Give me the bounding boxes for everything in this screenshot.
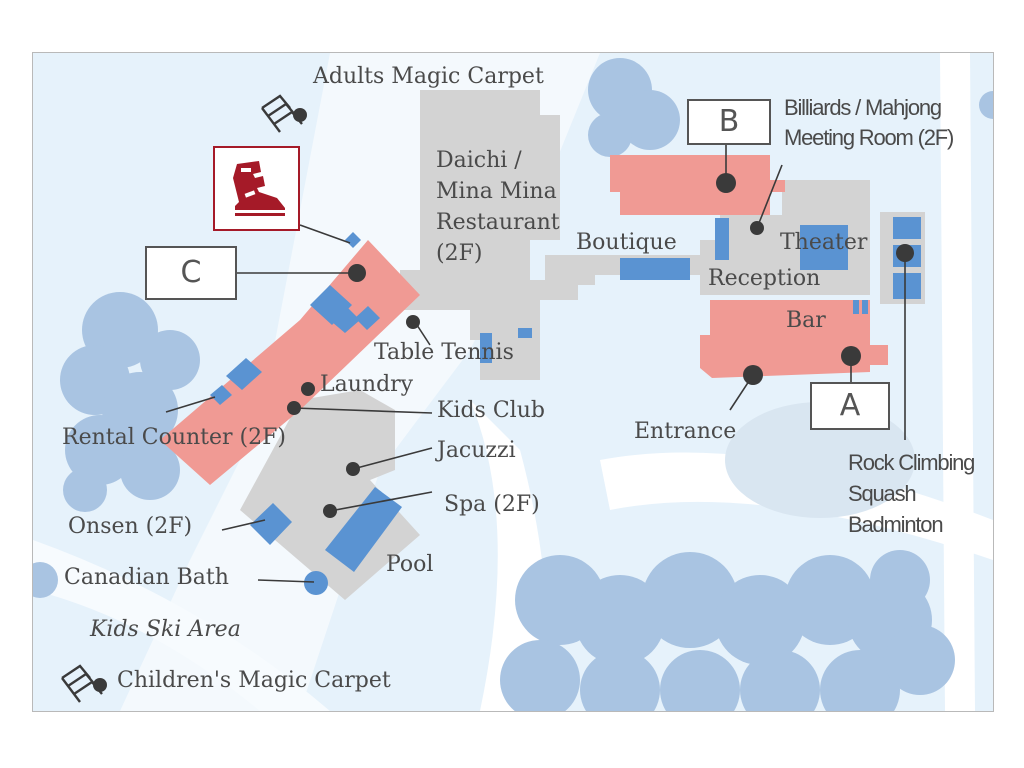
highlight-buildings	[160, 155, 888, 485]
bar-building	[700, 300, 888, 378]
label-rental-counter: Rental Counter (2F)	[62, 425, 286, 450]
label-theater: Theater	[780, 230, 868, 255]
label-reception: Reception	[708, 266, 821, 291]
magic-carpet-icon	[61, 664, 103, 703]
rooms	[210, 217, 921, 572]
billiards-building	[610, 155, 785, 215]
entrance-driveway	[725, 402, 915, 518]
tree-southwest	[33, 562, 58, 598]
label-rock-climbing: Rock Climbing	[848, 450, 975, 475]
label-canadian-bath: Canadian Bath	[64, 565, 229, 590]
label-badminton: Badminton	[848, 512, 944, 537]
label-billiards-2: Meeting Room (2F)	[784, 125, 954, 150]
label-spa: Spa (2F)	[444, 492, 540, 517]
leader-lines	[165, 140, 906, 583]
label-daichi-4: (2F)	[436, 241, 483, 266]
label-bar: Bar	[786, 308, 826, 333]
ski-path	[33, 540, 330, 711]
label-pool: Pool	[386, 552, 434, 577]
label-jacuzzi: Jacuzzi	[437, 438, 516, 463]
marker-box-a: A	[810, 382, 890, 430]
canadian-bath-pool	[304, 571, 328, 595]
label-boutique: Boutique	[576, 230, 677, 255]
ski-boot-icon	[233, 161, 287, 216]
tree-cluster-north	[588, 58, 680, 157]
label-childrens-magic-carpet: Children's Magic Carpet	[117, 668, 391, 693]
label-laundry: Laundry	[320, 372, 414, 397]
label-table-tennis: Table Tennis	[374, 340, 514, 365]
tree-east	[979, 91, 993, 119]
label-adults-magic-carpet: Adults Magic Carpet	[313, 64, 544, 89]
label-entrance: Entrance	[634, 419, 737, 444]
tree-cluster-south	[500, 550, 955, 711]
label-kids-ski-area: Kids Ski Area	[90, 617, 241, 642]
tree-cluster-west	[60, 292, 200, 512]
marker-box-b: B	[687, 99, 771, 145]
label-squash: Squash	[848, 481, 917, 506]
label-kids-club: Kids Club	[437, 398, 545, 423]
magic-carpet-icon	[261, 94, 303, 133]
label-daichi-3: Restaurant	[436, 210, 560, 235]
ski-path	[470, 400, 547, 711]
label-daichi-1: Daichi /	[436, 148, 522, 173]
label-daichi-2: Mina Mina	[436, 179, 557, 204]
rental-icon-box	[213, 146, 300, 231]
rental-building	[160, 240, 420, 485]
label-onsen: Onsen (2F)	[68, 514, 193, 539]
label-billiards-1: Billiards / Mahjong	[784, 95, 942, 120]
marker-box-c: C	[145, 246, 237, 300]
ski-path	[940, 53, 975, 711]
